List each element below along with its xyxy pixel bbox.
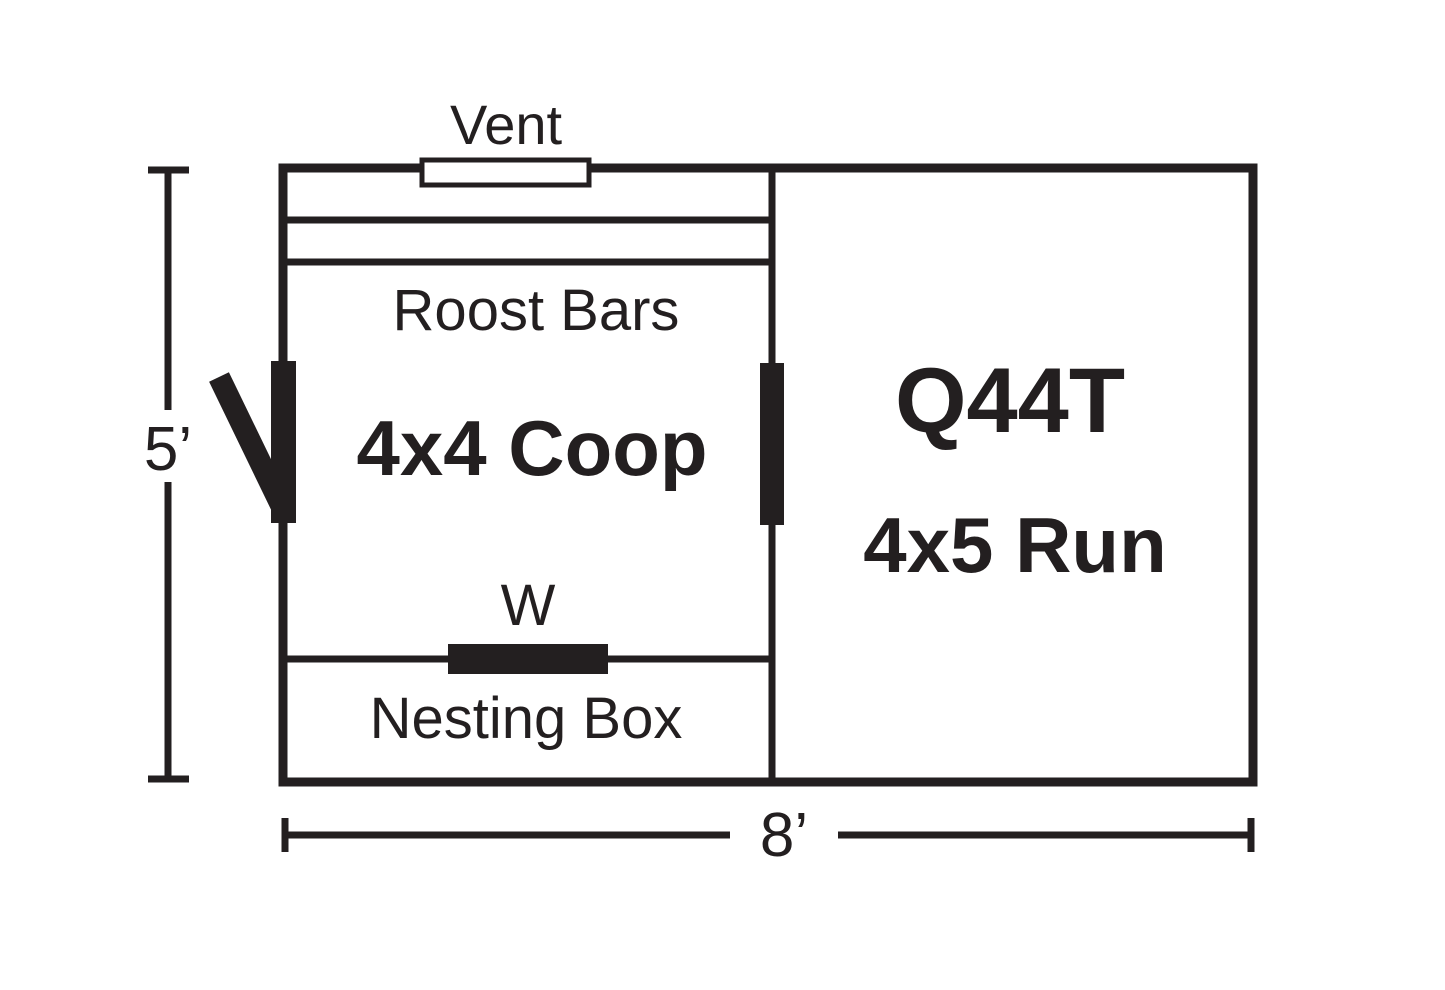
window-icon bbox=[448, 644, 608, 674]
run-model-label: Q44T bbox=[895, 350, 1125, 452]
vent-label: Vent bbox=[450, 93, 563, 156]
window-label: W bbox=[501, 573, 556, 638]
vent-group: Vent bbox=[419, 93, 592, 188]
height-dimension-label: 5’ bbox=[144, 415, 192, 484]
nesting-box-group: W Nesting Box bbox=[283, 573, 772, 751]
roost-bars-label: Roost Bars bbox=[393, 278, 680, 343]
pop-door-panel bbox=[760, 363, 784, 525]
roost-bars-group: Roost Bars bbox=[283, 216, 772, 343]
coop-door-panel bbox=[271, 361, 296, 523]
coop-door-group bbox=[209, 361, 296, 523]
coop-main-label: 4x4 Coop bbox=[356, 404, 707, 492]
height-dimension-group: 5’ bbox=[144, 166, 192, 783]
nesting-box-label: Nesting Box bbox=[370, 686, 683, 751]
run-size-label: 4x5 Run bbox=[863, 501, 1166, 589]
width-dimension-label: 8’ bbox=[760, 801, 808, 870]
width-dimension-group: 8’ bbox=[281, 801, 1255, 870]
coop-door-swing-line bbox=[209, 372, 291, 510]
vent-icon bbox=[419, 157, 592, 188]
